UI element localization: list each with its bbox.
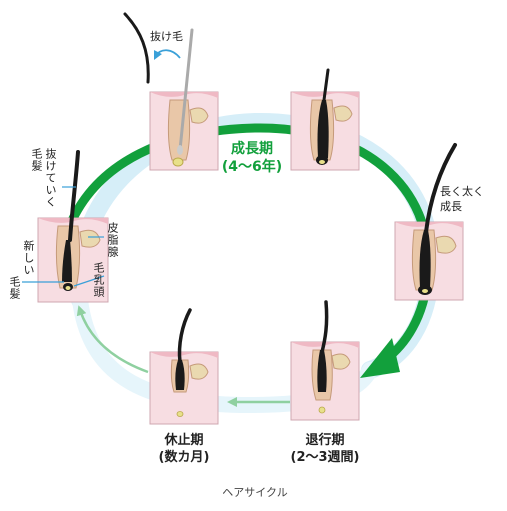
growth-phase-label: 成長期 (4〜6年) [212,140,292,176]
dermal-papilla-label: 毛乳頭 [92,262,105,298]
panel-regression [290,341,360,421]
new-hair-word-label: 毛髪 [8,276,21,300]
growth-phase-duration: (4〜6年) [221,159,283,175]
panel-long-growth [394,221,464,301]
panel-resting [149,351,219,425]
falling-hair-label: 抜けていく [44,148,57,208]
panel-early-growth [290,68,360,171]
resting-hair-strand [177,308,192,364]
new-label: 新しい [22,240,35,276]
resting-phase-duration: (数カ月) [158,450,210,465]
growth-text: 成長 [440,200,462,213]
panel-shedding [149,28,219,171]
sebaceous-gland-label: 皮脂腺 [106,222,119,258]
shed-hair-label: 抜け毛 [150,30,183,43]
long-thick-label: 長く太く 成長 [440,184,484,214]
falling-hair-strand [68,150,80,242]
growth-phase-title: 成長期 [231,141,273,157]
regression-phase-label: 退行期 (2〜3週間) [270,432,380,466]
shed-direction-arrow [153,49,181,61]
long-thick-text: 長く太く [440,185,484,198]
regression-phase-duration: (2〜3週間) [290,450,360,465]
long-hair-strand [424,143,457,234]
regression-phase-title: 退行期 [305,433,345,448]
resting-phase-label: 休止期 (数カ月) [134,432,234,466]
panel-new-hair [37,217,109,303]
shed-hair-strand [123,12,150,84]
falling-hair-word-label: 毛髪 [30,148,43,172]
diagram-caption: ヘアサイクル [222,486,288,499]
resting-phase-title: 休止期 [164,433,204,448]
leader-lines [22,186,105,287]
return-arrows [76,305,290,407]
regression-hair-strand [320,300,329,354]
